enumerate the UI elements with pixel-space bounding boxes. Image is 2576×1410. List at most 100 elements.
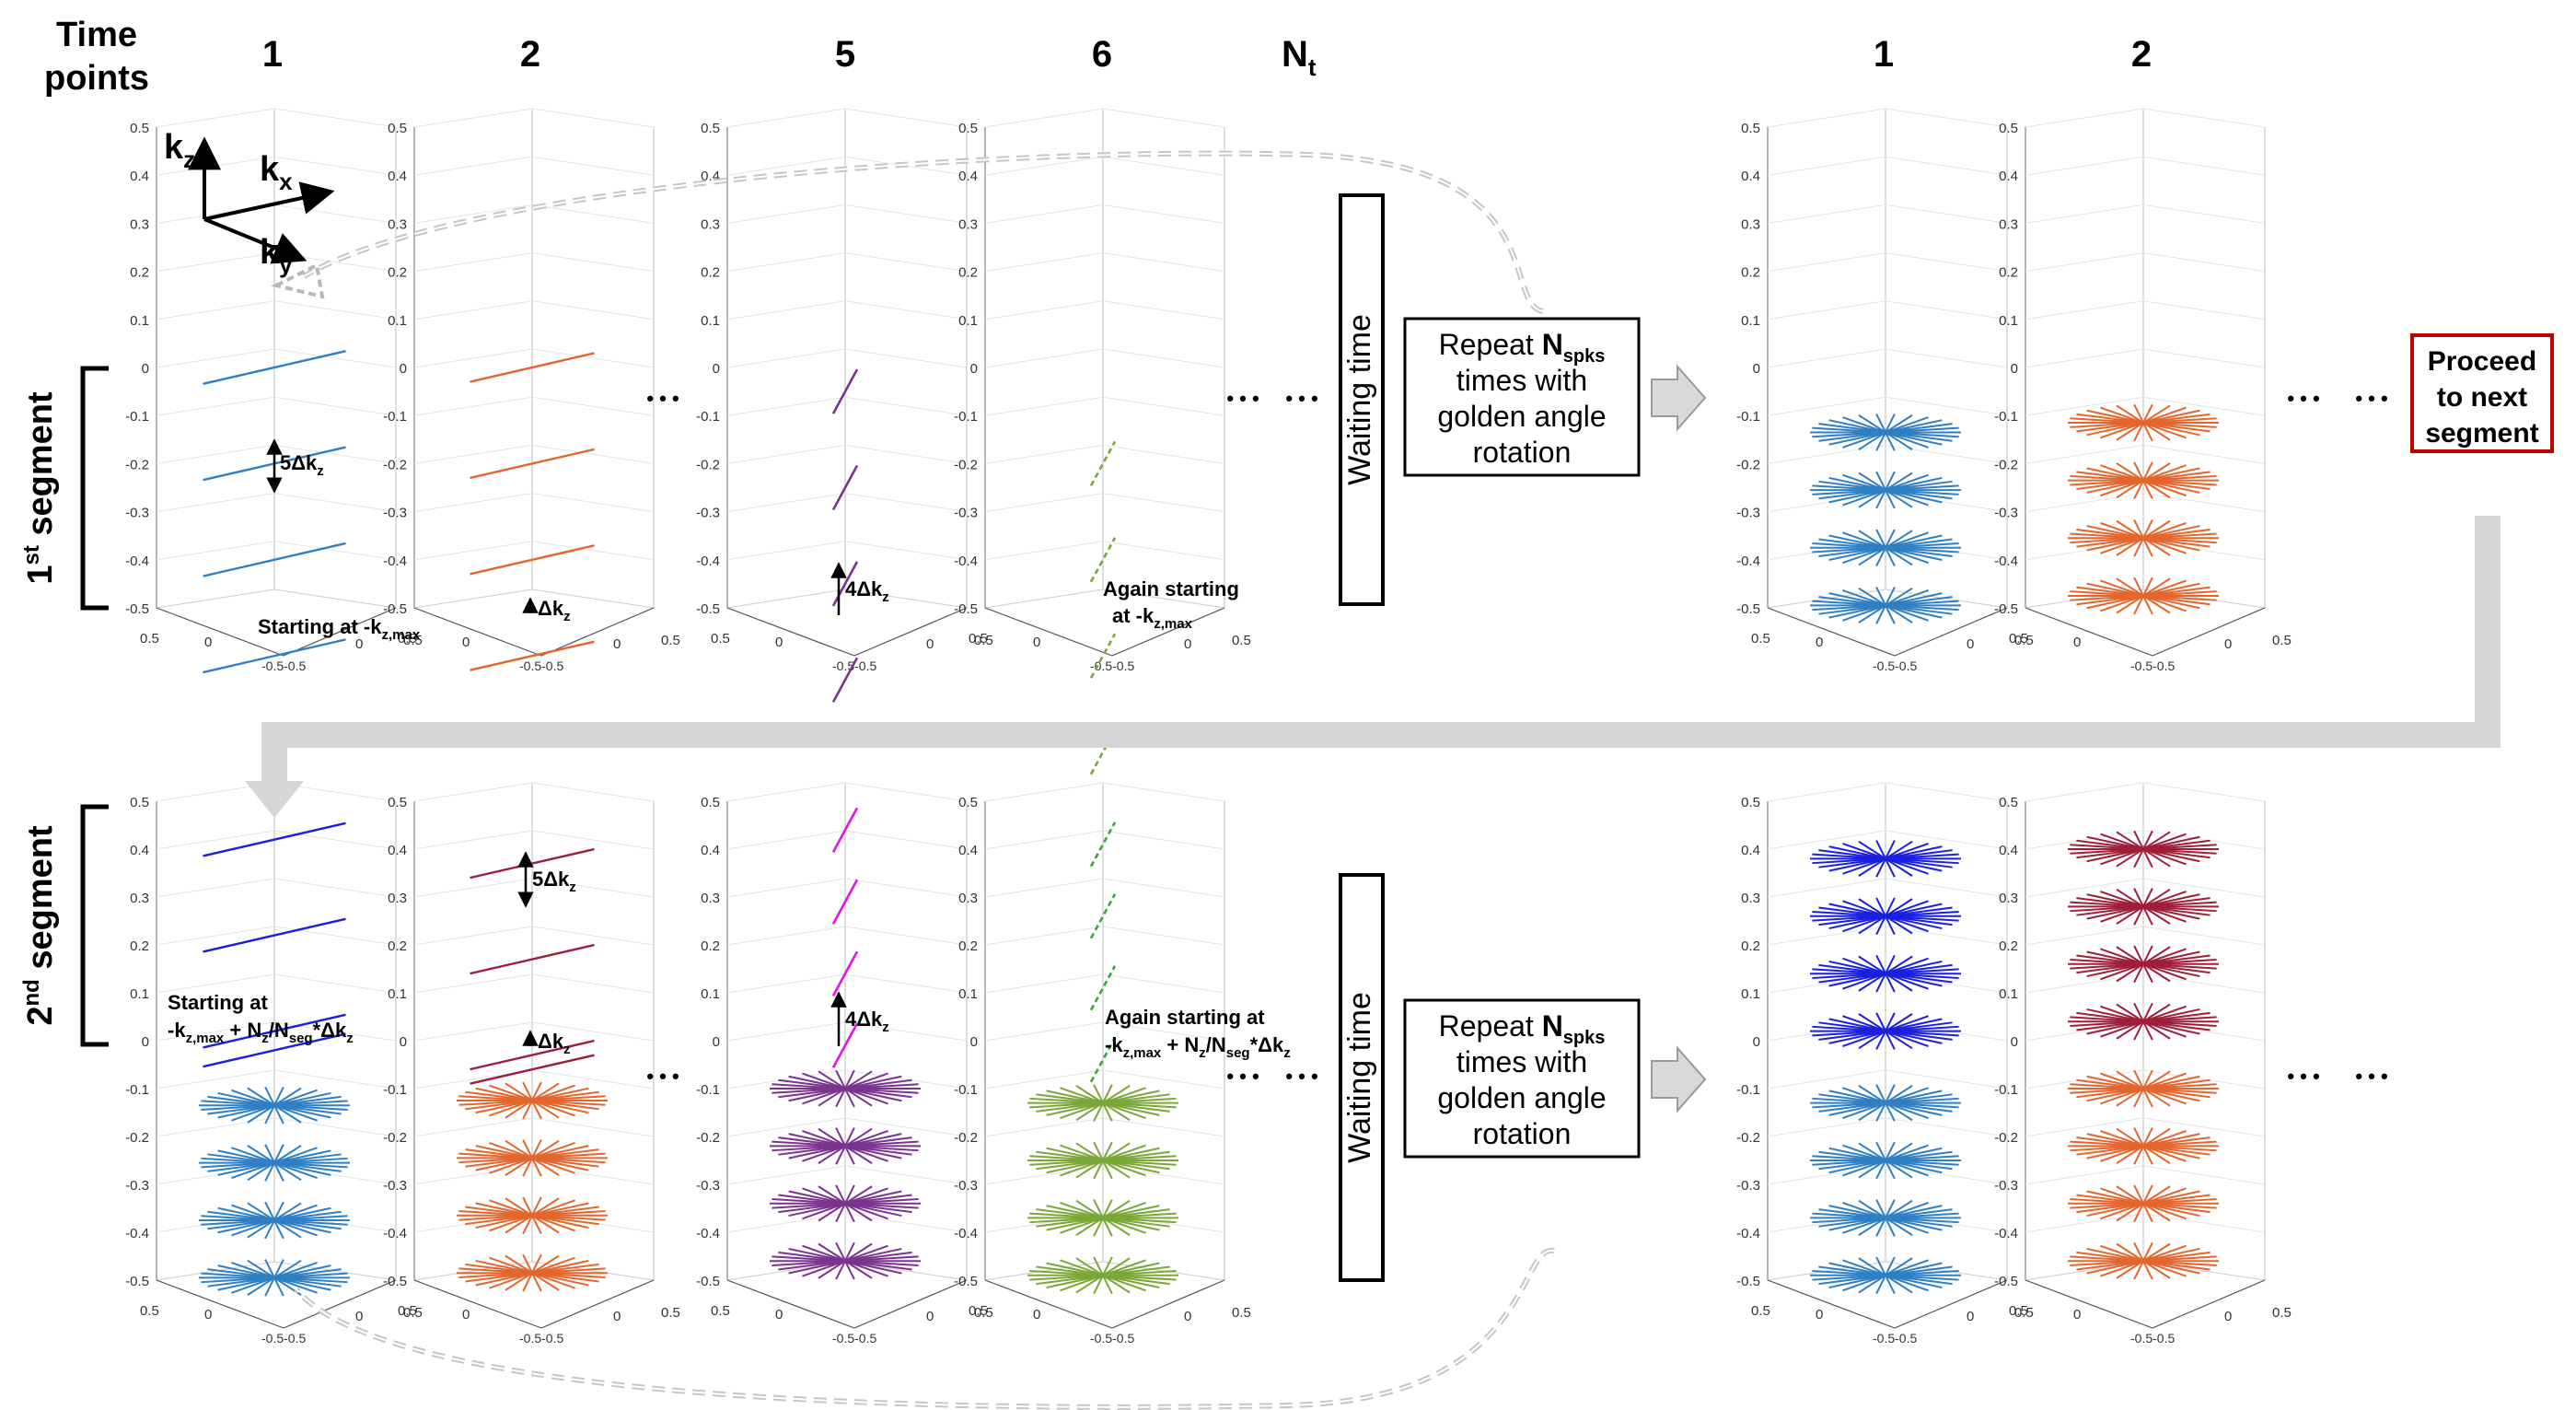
col-header-2: 2 [520,34,540,75]
spoke-star-r2-green-1 [1027,1199,1178,1237]
base-tick-mid-right: 0 [1184,1309,1191,1324]
kz-line-darkgreen-1 [1089,965,1117,1011]
tick-label: -0.5 [1736,601,1760,617]
tick-label: 0.2 [388,938,407,954]
tick-label: -0.1 [696,409,720,425]
repeat-box-1-line2: times with [1456,364,1587,397]
again-starting-label-line1: Again starting [1103,577,1239,600]
base-tick-mid: 0 [2073,635,2081,650]
right-col-header-1: 1 [1874,34,1894,75]
kz-line-blue-1 [203,542,346,577]
base-tick-left: 0.5 [398,631,417,647]
tick-label: 0.2 [701,938,720,954]
kz-line-darkgreen-2 [1089,893,1117,939]
tick-label: 0.2 [1999,265,2018,281]
base-tick-bottom: -0.5-0.5 [519,658,563,673]
tick-label: 0.3 [388,216,407,232]
base-tick-bottom: -0.5-0.5 [519,1331,563,1346]
tick-label: -0.3 [383,1178,407,1194]
tick-label: 0.2 [958,938,978,954]
base-tick-mid: 0 [1033,1307,1040,1323]
kz-line-darkred-0 [470,1039,595,1071]
base-tick-right: 0.5 [403,1305,423,1321]
block-arrow-1 [1651,364,1707,432]
segment-flow-arrow [245,516,2501,818]
kx-label: kx [260,150,293,195]
base-tick-left: 0.5 [2009,631,2028,647]
base-tick-left: 0.5 [398,1303,417,1319]
base-tick-bottom: -0.5-0.5 [261,1331,306,1346]
spoke-star-r2rot-darkred-0 [2068,1002,2219,1041]
tick-label: 0.4 [958,843,978,858]
spoke-star-orange-2 [2068,461,2219,499]
spoke-star-r2-orange-3 [457,1081,608,1120]
svg-text:4Δkz: 4Δkz [845,1008,889,1035]
spoke-star-r2-blue-3 [199,1086,350,1125]
tick-label: 0 [713,1034,720,1050]
time-points-label-line1: Time [56,16,137,54]
base-tick-mid-right: 0 [1967,1309,1974,1324]
tick-label: 0.4 [388,169,407,184]
ellipsis-r1-d: • • • [2287,387,2319,410]
tick-label: 0.5 [388,795,407,810]
tick-label: 0 [1753,1034,1760,1050]
kz-line-magenta-1 [831,950,859,996]
tick-label: -0.1 [125,409,149,425]
spoke-star-r2rot-orange-3 [2068,1069,2219,1108]
spoke-star-r2-green-0 [1027,1256,1178,1295]
base-tick-mid-right: 0 [926,636,934,652]
tick-label: -0.5 [696,1274,720,1289]
tick-label: -0.1 [954,409,978,425]
base-tick-bottom: -0.5-0.5 [1873,658,1917,673]
starting-at-label: Starting at -kz,max [258,615,421,643]
spoke-star-r2-purple-0 [770,1241,921,1280]
tick-label: 0.3 [701,891,720,906]
tick-label: -0.1 [1736,1082,1760,1098]
kz-line-magenta-2 [831,879,859,925]
col-header-6: 6 [1092,34,1112,75]
tick-label: 0.1 [701,313,720,329]
base-tick-right: 0.5 [974,1305,993,1321]
tick-label: -0.1 [696,1082,720,1098]
kz-line-orange-0 [470,640,595,671]
base-tick-mid: 0 [462,1307,470,1323]
tick-label: 0 [713,361,720,377]
tick-label: -0.3 [1994,506,2018,521]
base-tick-right: 0.5 [403,633,423,648]
tick-label: 0.4 [1999,843,2018,858]
base-tick-right: 0.5 [1232,633,1251,648]
tick-label: 0.1 [958,986,978,1002]
repeat-box-2-line4: rotation [1473,1117,1572,1150]
spoke-star-r2rot-blue-3 [1810,1084,1961,1122]
tick-label: 0.5 [1741,795,1760,810]
tick-label: 0.5 [130,121,149,136]
tick-label: 0.2 [1999,938,2018,954]
tick-label: 0.3 [130,891,149,906]
dkz-annotation-top: Δkz [522,597,571,624]
spoke-star-r2-purple-2 [770,1127,921,1165]
kz-line-darkred-3 [470,1054,595,1085]
waiting-time-box-2: Waiting time [1339,873,1385,1282]
tick-label: -0.3 [954,1178,978,1194]
base-tick-left: 0.5 [140,631,159,647]
spoke-star-r2-purple-1 [770,1184,921,1223]
four-dkz-annotation-row2: 4Δkz [830,991,889,1046]
tick-label: -0.3 [125,1178,149,1194]
repeat-box-1-line4: rotation [1473,436,1572,469]
tick-label: -0.4 [1736,554,1760,569]
kz-line-magenta-3 [831,807,859,853]
tick-label: 0.3 [1741,891,1760,906]
tick-label: -0.4 [383,554,407,569]
spoke-star-r2rot-orange-1 [2068,1184,2219,1223]
right-col-header-2: 2 [2131,34,2152,75]
tick-label: 0 [400,361,407,377]
tick-label: 0.4 [130,843,149,858]
base-tick-mid-right: 0 [2224,636,2232,652]
tick-label: -0.3 [1736,1178,1760,1194]
